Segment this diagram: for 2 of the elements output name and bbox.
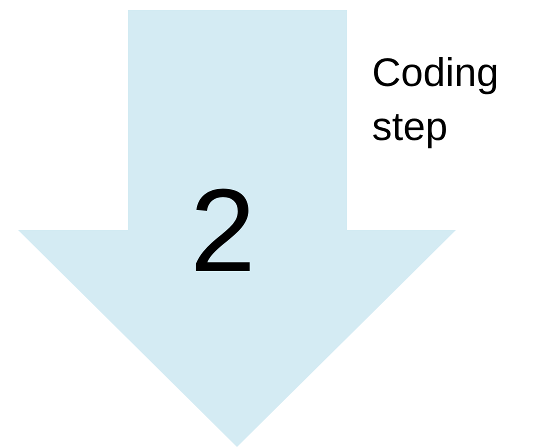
step-number: 2: [190, 172, 256, 290]
step-label: Coding step: [372, 50, 500, 151]
